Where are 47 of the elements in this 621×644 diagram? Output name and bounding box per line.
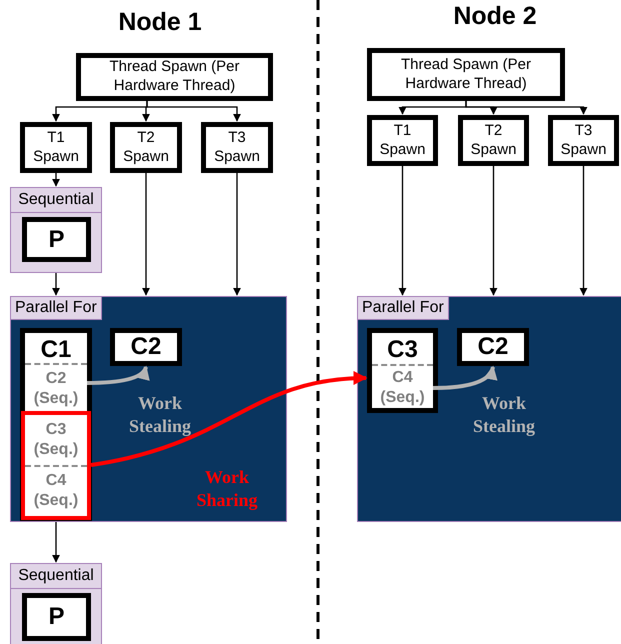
queued-task: C3 (Seq.) <box>25 415 87 465</box>
process-box: P <box>22 593 91 641</box>
edge-label: Work Stealing <box>472 392 536 437</box>
arrow <box>146 101 241 122</box>
queued-task: C2 (Seq.) <box>25 363 87 413</box>
section-panel <box>10 563 102 644</box>
section-tab: Parallel For <box>10 296 102 320</box>
stack-header: C1 <box>40 335 72 365</box>
task-box: C2 <box>110 328 182 366</box>
task-stack <box>367 328 438 413</box>
arrow <box>233 173 241 296</box>
process-box: T2 Spawn <box>458 115 529 166</box>
arrow <box>52 173 60 187</box>
task-stack <box>20 328 92 521</box>
section-panel <box>357 296 621 522</box>
process-box: Thread Spawn (Per Hardware Thread) <box>367 48 565 101</box>
arrow <box>432 366 496 390</box>
column-heading: Node 1 <box>117 8 203 37</box>
arrow <box>52 522 60 563</box>
process-box: T1 Spawn <box>367 115 438 166</box>
queued-task: C4 (Seq.) <box>25 465 87 515</box>
process-box: T3 Spawn <box>201 122 273 173</box>
arrow <box>90 372 368 467</box>
edge-label: Work Sharing <box>195 466 259 511</box>
process-box: T3 Spawn <box>548 115 619 166</box>
stack-header: C3 <box>386 335 419 365</box>
queued-task: C4 (Seq.) <box>372 364 433 410</box>
process-box: T1 Spawn <box>20 122 92 173</box>
highlight-frame <box>21 411 91 520</box>
section-panel <box>10 296 287 522</box>
arrow <box>465 101 588 115</box>
arrow <box>86 366 148 385</box>
arrow <box>490 166 498 296</box>
process-box: T2 Spawn <box>110 122 182 173</box>
section-tab: Parallel For <box>357 296 449 320</box>
arrow <box>580 166 588 296</box>
arrow <box>142 173 150 296</box>
section-header: Sequential <box>11 564 101 589</box>
arrow <box>52 273 60 296</box>
section-header: Sequential <box>11 188 101 213</box>
task-box: C2 <box>457 328 529 366</box>
edge-label: Work Stealing <box>128 392 192 437</box>
section-panel <box>10 187 102 273</box>
process-box: Thread Spawn (Per Hardware Thread) <box>76 53 273 101</box>
process-box: P <box>22 217 91 262</box>
arrow <box>398 166 406 296</box>
column-heading: Node 2 <box>452 2 538 31</box>
